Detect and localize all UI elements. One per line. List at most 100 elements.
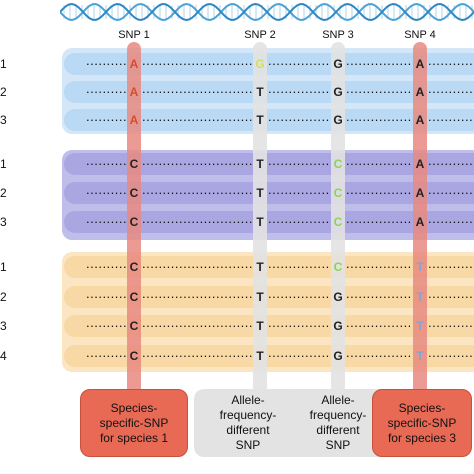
sequence-dots: ........................................ <box>346 81 412 96</box>
snp-header: SNP 3 <box>322 29 354 41</box>
snp-column <box>127 42 141 397</box>
snp-base: G <box>333 290 343 304</box>
snp-column <box>331 42 345 394</box>
haplotype-row <box>64 182 474 204</box>
sequence-dots: ........................................ <box>86 315 126 330</box>
haplotype-row <box>64 345 474 367</box>
sequence-dots: ........................................ <box>142 345 252 360</box>
row-label: 1 <box>0 57 7 71</box>
snp-base: A <box>415 186 425 200</box>
snp-base: T <box>256 186 264 200</box>
sequence-dots: ........................................ <box>346 345 412 360</box>
snp-base: C <box>129 319 139 333</box>
sequence-dots: ........................................ <box>268 81 330 96</box>
snp-base: C <box>129 215 139 229</box>
haplotype-row <box>64 256 474 278</box>
sequence-dots: ........................................ <box>268 153 330 168</box>
sequence-dots: ........................................ <box>346 315 412 330</box>
sequence-dots: ........................................ <box>268 345 330 360</box>
haplotype-row <box>64 53 474 75</box>
sequence-dots: ........................................ <box>268 53 330 68</box>
sequence-dots: ........................................ <box>346 182 412 197</box>
sequence-dots: ........................................ <box>86 109 126 124</box>
snp-base: T <box>256 85 264 99</box>
sequence-dots: ........................................ <box>428 286 474 301</box>
sequence-dots: ........................................ <box>142 315 252 330</box>
sequence-dots: ........................................ <box>346 256 412 271</box>
sequence-dots: ........................................ <box>428 182 474 197</box>
snp-base: C <box>129 349 139 363</box>
sequence-dots: ........................................ <box>428 345 474 360</box>
species-specific-snp-tag: Species- specific-SNP for species 1 <box>80 389 188 457</box>
snp-base: T <box>256 349 264 363</box>
sequence-dots: ........................................ <box>428 81 474 96</box>
snp-base: A <box>415 157 425 171</box>
snp-header: SNP 2 <box>244 29 276 41</box>
haplotype-row <box>64 315 474 337</box>
snp-base: T <box>256 113 264 127</box>
snp-base: T <box>256 157 264 171</box>
snp-base: C <box>333 157 343 171</box>
row-label: 1 <box>0 260 7 274</box>
snp-header: SNP 1 <box>118 29 150 41</box>
snp-column <box>413 42 427 397</box>
sequence-dots: ........................................ <box>268 182 330 197</box>
sequence-dots: ........................................ <box>142 256 252 271</box>
sequence-dots: ........................................ <box>428 315 474 330</box>
snp-base: T <box>256 319 264 333</box>
snp-base: C <box>129 186 139 200</box>
snp-base: T <box>256 290 264 304</box>
sequence-dots: ........................................ <box>268 256 330 271</box>
sequence-dots: ........................................ <box>142 81 252 96</box>
snp-base: G <box>333 85 343 99</box>
snp-base: G <box>333 113 343 127</box>
sequence-dots: ........................................ <box>86 153 126 168</box>
sequence-dots: ........................................ <box>142 153 252 168</box>
snp-base: G <box>333 319 343 333</box>
row-label: 3 <box>0 215 7 229</box>
snp-base: C <box>333 260 343 274</box>
haplotype-row <box>64 81 474 103</box>
sequence-dots: ........................................ <box>268 315 330 330</box>
snp-base: T <box>416 290 424 304</box>
sequence-dots: ........................................ <box>428 211 474 226</box>
sequence-dots: ........................................ <box>142 182 252 197</box>
snp-base: C <box>129 260 139 274</box>
snp-base: A <box>415 113 425 127</box>
haplotype-row <box>64 109 474 131</box>
row-label: 3 <box>0 319 7 333</box>
haplotype-row <box>64 211 474 233</box>
snp-base: G <box>333 349 343 363</box>
snp-base: A <box>415 57 425 71</box>
sequence-dots: ........................................ <box>142 286 252 301</box>
snp-base: T <box>256 260 264 274</box>
sequence-dots: ........................................ <box>268 286 330 301</box>
sequence-dots: ........................................ <box>428 53 474 68</box>
snp-base: A <box>415 215 425 229</box>
snp-base: G <box>255 57 265 71</box>
snp-base: G <box>333 57 343 71</box>
snp-base: C <box>333 186 343 200</box>
snp-base: C <box>333 215 343 229</box>
sequence-dots: ........................................ <box>86 345 126 360</box>
snp-base: A <box>129 85 139 99</box>
snp-base: T <box>256 215 264 229</box>
sequence-dots: ........................................ <box>428 153 474 168</box>
haplotype-row <box>64 153 474 175</box>
snp-column <box>253 42 267 394</box>
sequence-dots: ........................................ <box>346 53 412 68</box>
haplotype-row <box>64 286 474 308</box>
sequence-dots: ........................................ <box>346 286 412 301</box>
row-label: 1 <box>0 157 7 171</box>
sequence-dots: ........................................ <box>86 53 126 68</box>
snp-header: SNP 4 <box>404 29 436 41</box>
sequence-dots: ........................................ <box>142 211 252 226</box>
sequence-dots: ........................................ <box>346 211 412 226</box>
sequence-dots: ........................................ <box>86 182 126 197</box>
row-label: 4 <box>0 349 7 363</box>
dna-helix-graphic <box>60 2 474 22</box>
sequence-dots: ........................................ <box>268 211 330 226</box>
sequence-dots: ........................................ <box>86 256 126 271</box>
snp-base: C <box>129 290 139 304</box>
snp-base: T <box>416 349 424 363</box>
